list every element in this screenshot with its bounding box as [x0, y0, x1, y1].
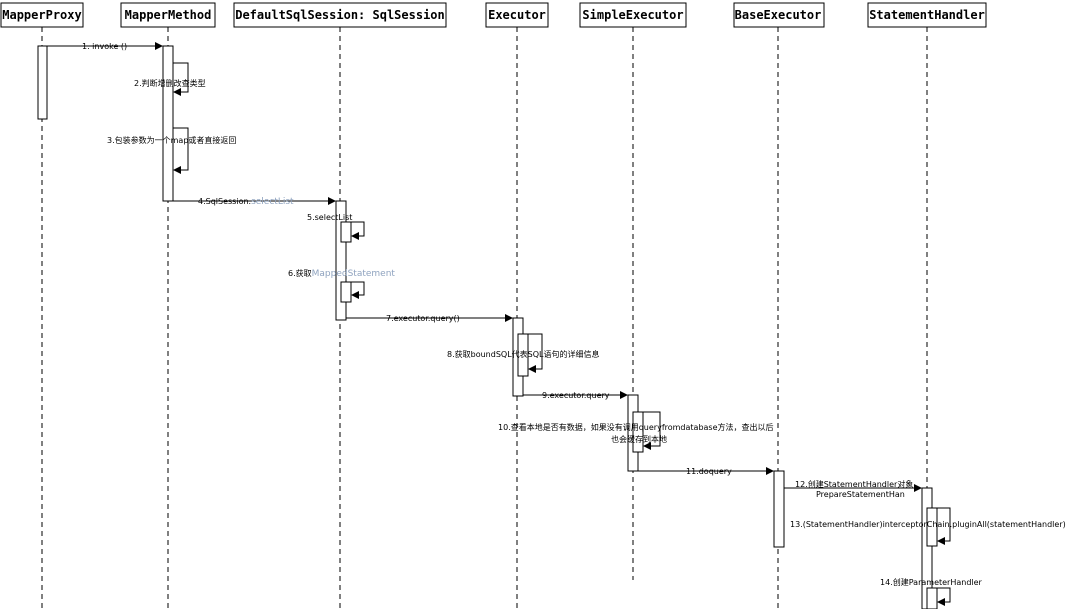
participant-label: StatementHandler — [869, 8, 985, 22]
message-11: 11.doquery — [638, 467, 774, 476]
message-label-line2: 也会缓存到本地 — [611, 434, 667, 444]
message-label: 4.SqlSession. — [198, 197, 251, 206]
activation-self-call — [340, 221, 352, 243]
svg-text:4.SqlSession.selectList: 4.SqlSession.selectList — [198, 197, 294, 207]
message-10: 10.查看本地是否有数据，如果没有调用queryfromdatabase方法，查… — [498, 411, 774, 450]
participant-statement-handler: StatementHandler — [867, 2, 987, 28]
participant-label: MapperProxy — [2, 8, 81, 22]
participant-mapper-proxy: MapperProxy — [0, 2, 84, 28]
message-label: 7.executor.query() — [386, 314, 460, 323]
message-label-accent: MappedStatement — [312, 269, 396, 279]
message-label: 12.创建StatementHandler对象, — [795, 479, 916, 489]
message-4: 4.SqlSession.selectList — [173, 197, 336, 207]
participant-label: DefaultSqlSession: SqlSession — [235, 8, 445, 22]
activation-self-call — [632, 411, 644, 453]
message-label: 9.executor.query — [542, 391, 610, 400]
activation-base-executor — [773, 470, 785, 548]
message-1: 1. invoke () — [47, 42, 163, 51]
activation-sql-session — [335, 200, 347, 321]
message-13: 13.(StatementHandler)interceptorChain.pl… — [790, 507, 1066, 545]
message-14: 14.创建ParameterHandler — [880, 577, 983, 606]
participant-simple-executor: SimpleExecutor — [579, 2, 687, 28]
message-label: 6.获取 — [288, 268, 312, 278]
message-3: 3.包装参数为一个map或者直接返回 — [107, 127, 236, 174]
participant-label: Executor — [488, 8, 546, 22]
message-6: 6.获取MappedStatement — [288, 268, 395, 299]
participant-label: MapperMethod — [125, 8, 212, 22]
message-9: 9.executor.query — [523, 391, 628, 400]
participant-sql-session: DefaultSqlSession: SqlSession — [233, 2, 447, 28]
message-label: 3.包装参数为一个map或者直接返回 — [107, 135, 236, 145]
message-label: 1. invoke () — [82, 42, 127, 51]
message-2: 2.判断增删改查类型 — [134, 62, 206, 96]
message-label-line2: PrepareStatementHan — [816, 490, 905, 499]
activation-mapper-proxy — [37, 45, 48, 120]
message-label: 11.doquery — [686, 467, 732, 476]
activation-statement-handler — [921, 487, 933, 609]
message-label: 8.获取boundSQL代表SQL语句的详细信息 — [447, 349, 600, 359]
activation-self-call — [926, 587, 938, 609]
svg-text:6.获取MappedStatement: 6.获取MappedStatement — [288, 268, 395, 279]
participant-label: BaseExecutor — [735, 8, 822, 22]
participant-executor: Executor — [485, 2, 549, 28]
participant-mapper-method: MapperMethod — [120, 2, 216, 28]
activation-self-call — [340, 281, 352, 303]
message-12: 12.创建StatementHandler对象, PrepareStatemen… — [784, 479, 922, 499]
participant-base-executor: BaseExecutor — [733, 2, 825, 28]
message-label: 2.判断增删改查类型 — [134, 78, 206, 88]
message-8: 8.获取boundSQL代表SQL语句的详细信息 — [447, 333, 600, 373]
participant-label: SimpleExecutor — [582, 8, 683, 22]
activation-mapper-method — [162, 45, 174, 202]
message-5: 5.selectList — [307, 213, 365, 240]
message-label: 14.创建ParameterHandler — [880, 577, 983, 587]
message-7: 7.executor.query() — [346, 314, 513, 323]
message-label-accent: selectList — [251, 197, 294, 207]
message-label: 5.selectList — [307, 213, 352, 222]
message-label: 10.查看本地是否有数据，如果没有调用queryfromdatabase方法，查… — [498, 422, 774, 432]
message-label: 13.(StatementHandler)interceptorChain.pl… — [790, 520, 1066, 529]
